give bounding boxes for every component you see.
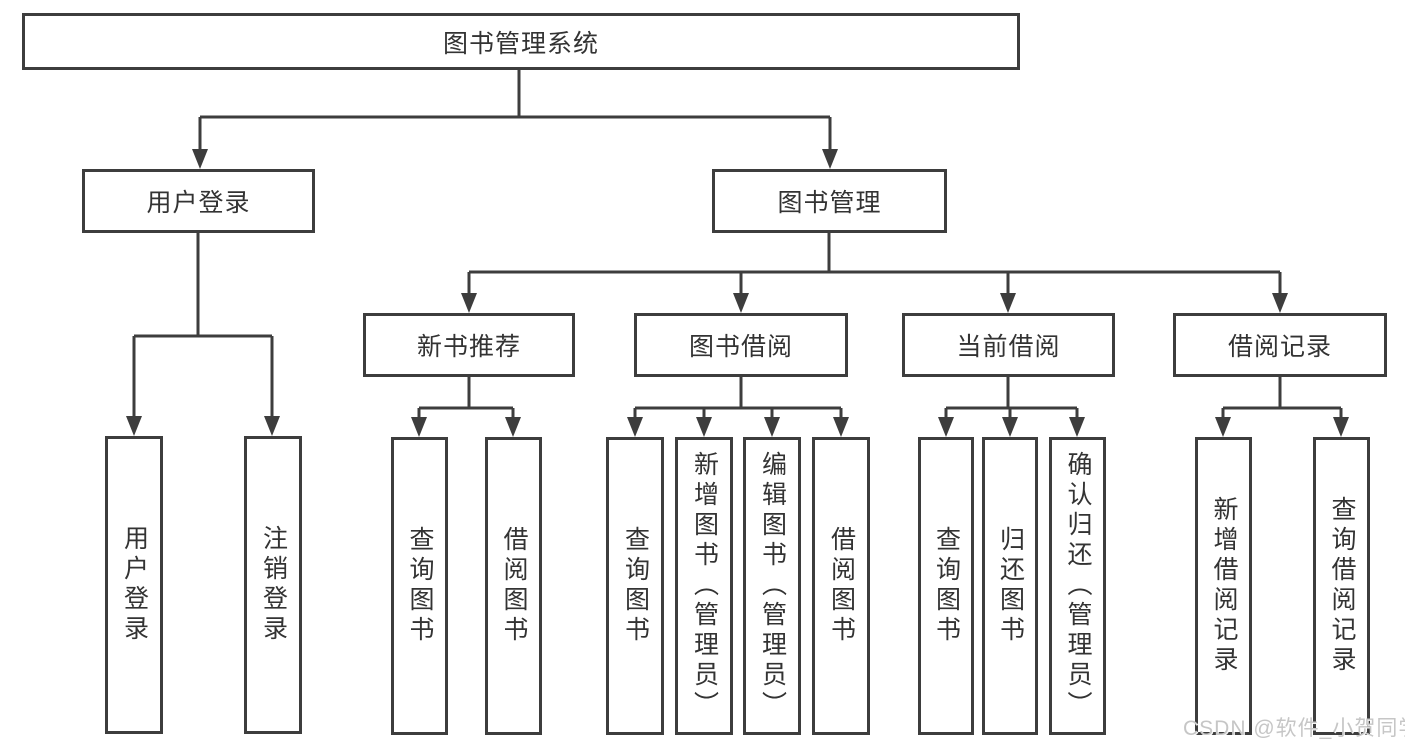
leaf-query-borrow-record: 查询借阅记录: [1313, 437, 1370, 735]
leaf-add-books-admin: 新增图书（管理员）: [675, 437, 733, 735]
leaf-borrow-books-borrowing: 借阅图书: [812, 437, 870, 735]
leaf-query-books-recommend: 查询图书: [391, 437, 448, 735]
node-user-login: 用户登录: [82, 169, 315, 233]
csdn-watermark: CSDN @软件_小贺同学: [1183, 717, 1405, 740]
leaf-edit-books-admin: 编辑图书（管理员）: [743, 437, 801, 735]
leaf-query-books-current: 查询图书: [918, 437, 974, 735]
leaf-add-borrow-record: 新增借阅记录: [1195, 437, 1252, 735]
node-borrowing-records: 借阅记录: [1173, 313, 1387, 377]
leaf-confirm-return-admin: 确认归还（管理员）: [1049, 437, 1106, 735]
leaf-logout: 注销登录: [244, 436, 302, 734]
node-new-book-recommendation: 新书推荐: [363, 313, 575, 377]
node-library-system: 图书管理系统: [22, 13, 1020, 70]
leaf-query-books-borrowing: 查询图书: [606, 437, 664, 735]
node-book-borrowing: 图书借阅: [634, 313, 848, 377]
leaf-return-books: 归还图书: [982, 437, 1038, 735]
leaf-borrow-books-recommend: 借阅图书: [485, 437, 542, 735]
leaf-user-login: 用户登录: [105, 436, 163, 734]
node-book-management: 图书管理: [712, 169, 947, 233]
node-current-borrowing: 当前借阅: [902, 313, 1115, 377]
